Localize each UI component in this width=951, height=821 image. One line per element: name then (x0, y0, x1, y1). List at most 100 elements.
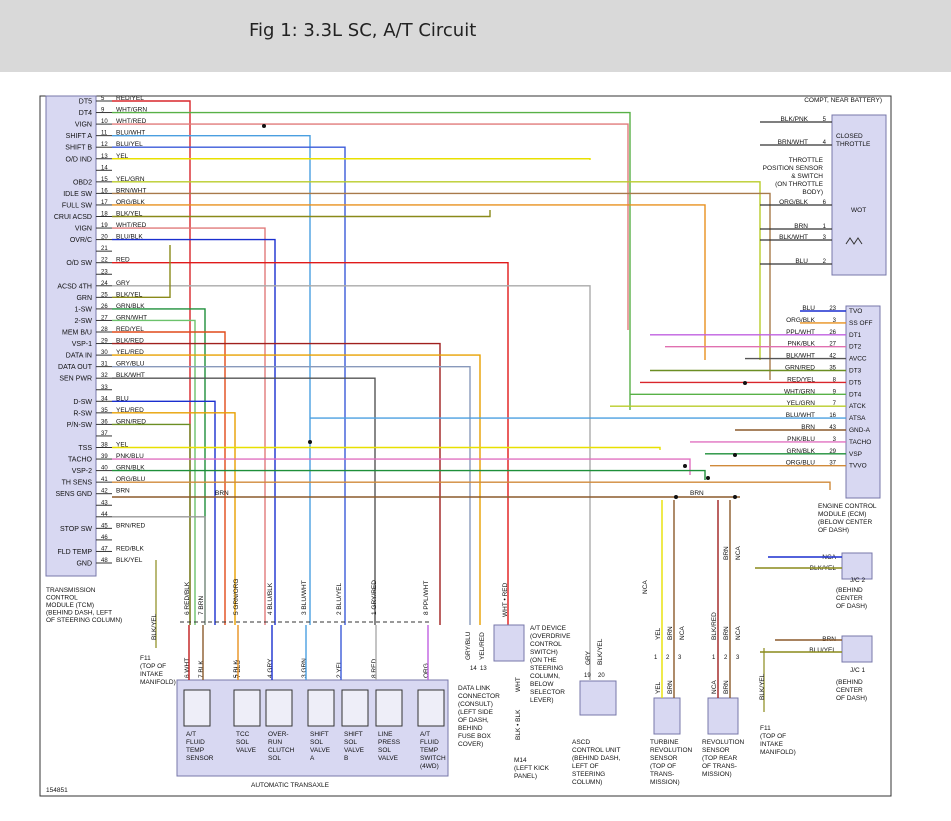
ecm-module-box (845, 305, 881, 499)
tcm-pin-label: TACHO (68, 457, 93, 464)
ecm-caption-line-3: OF DASH) (818, 527, 849, 534)
tcm-wire-label: GRN/RED (116, 418, 146, 425)
harness-bottom-label: 6 WHT (184, 658, 191, 678)
transaxle-component-label-line-2: VALVE (236, 747, 257, 754)
tcm-pin-number: 33 (101, 385, 108, 391)
transaxle-component-label-line-2: VALVE (344, 747, 365, 754)
ecm-pin-label: DT2 (849, 344, 862, 351)
jc2-box (841, 552, 873, 580)
ecm-wire-label: BLK/WHT (786, 353, 815, 360)
atdevice-connector-label-line-0: M14 (514, 757, 527, 764)
ecm-wire-label: GRN/BLK (786, 448, 815, 455)
ecm-pin-number: 43 (829, 425, 836, 431)
transaxle-component-label-line-0: TCC (236, 731, 250, 738)
tcm-wire-label: BLK/RED (116, 338, 144, 345)
tcm-pin-number: 46 (101, 535, 108, 541)
jc1-caption-line-0: (BEHIND (836, 679, 863, 686)
tps-sensor-label-line-1: POSITION SENSOR (763, 165, 824, 172)
harness-top-label: 3 BLU/WHT (301, 580, 308, 615)
figure-title: Fig 1: 3.3L SC, A/T Circuit (249, 20, 477, 41)
harness-bottom-label: 5 BLK (233, 660, 240, 678)
tcm-pin-number: 11 (101, 131, 108, 137)
atdevice-connector-label-line-2: PANEL) (514, 773, 537, 780)
tcm-pin-number: 31 (101, 362, 108, 368)
tcm-pin-number: 5 (101, 96, 105, 102)
ecm-wire-label: RED/YEL (787, 376, 815, 383)
ecm-wire-label: PPL/WHT (786, 329, 815, 336)
tcm-wire-30 (112, 354, 481, 625)
revolution-label-line-3: OF TRANS- (702, 763, 737, 770)
turbine-pin-number: 2 (666, 655, 670, 661)
tcm-pin-number: 40 (101, 466, 108, 472)
diagram-frame (39, 95, 892, 797)
ground-right-label-line-0: F11 (760, 725, 771, 732)
revolution-label-line-1: SENSOR (702, 747, 730, 754)
atdevice-label-line-6: COLUMN, (530, 673, 560, 680)
ecm-wire-label: ORG/BLU (786, 460, 816, 467)
revolution-label-line-4: MISSION) (702, 771, 732, 778)
tcm-pin-label: VIGN (75, 122, 92, 129)
tcm-pin-number: 37 (101, 431, 108, 437)
dlc-label-line-2: (CONSULT) (458, 701, 493, 708)
transaxle-component-symbol (341, 689, 369, 727)
tcm-caption-line-3: (BEHIND DASH, LEFT (46, 610, 112, 617)
tcm-pin-number: 30 (101, 350, 108, 356)
tcm-wire-label: BLU/BLK (116, 234, 143, 241)
turbine-label-line-5: MISSION) (650, 779, 680, 786)
tcm-pin-number: 21 (101, 246, 108, 252)
tcm-pin-number: 24 (101, 281, 108, 287)
tps-pin-number: 5 (823, 117, 827, 123)
tcm-pin-number: 44 (101, 512, 108, 518)
tcm-pin-label: P/N-SW (67, 422, 93, 429)
transaxle-component-label-line-3: SOL (268, 755, 281, 762)
tcm-module-box (45, 95, 97, 577)
tcm-wire-label: BLK/YEL (116, 211, 143, 218)
harness-bottom-label: 7 BLK (198, 660, 205, 678)
turbine-wire-top-label: YEL (655, 627, 662, 640)
tcm-wire-40 (112, 469, 706, 480)
dlc-label-line-5: BEHIND (458, 725, 483, 732)
tcm-caption-line-4: OF STEERING COLUMN) (46, 617, 122, 624)
ecm-caption-line-0: ENGINE CONTROL (818, 503, 877, 510)
transaxle-title: AUTOMATIC TRANSAXLE (251, 782, 330, 789)
atdevice-label-line-7: BELOW (530, 681, 554, 688)
tps-pin-number: 6 (823, 200, 827, 206)
tcm-pin-label: 1-SW (75, 306, 93, 313)
tcm-wire-19 (112, 227, 266, 625)
tcm-pin-number: 13 (101, 154, 108, 160)
tcm-pin-label: TSS (78, 445, 92, 452)
harness-bottom-label: ORG (423, 663, 430, 678)
tcm-wire-38 (112, 446, 661, 450)
turbine-label-line-1: REVOLUTION (650, 747, 693, 754)
tcm-pin-label: STOP SW (60, 526, 92, 533)
splice-dot (733, 453, 737, 457)
tcm-wire-44 (112, 516, 206, 625)
ground-right-wire-label: BLK/YEL (759, 673, 766, 700)
tcm-wire-label: GRN/WHT (116, 314, 147, 321)
jc1-caption-line-1: CENTER (836, 687, 863, 694)
atdevice-label-line-4: (ON THE (530, 657, 557, 664)
tcm-wire-17 (112, 204, 706, 360)
transaxle-component-label-line-1: SOL (310, 739, 323, 746)
transaxle-component-label-line-1: SOL (236, 739, 249, 746)
splice-dot (706, 476, 710, 480)
ascd-label-line-5: COLUMN) (572, 779, 602, 786)
tcm-wire-label: YEL (116, 442, 129, 449)
transaxle-component-label-line-3: A (310, 755, 315, 762)
tcm-wire-13 (112, 158, 591, 160)
tcm-wire-15 (112, 181, 761, 360)
ecm-pin-number: 23 (829, 306, 836, 312)
turbine-pin-number: 1 (654, 655, 658, 661)
ecm-pin-number: 26 (829, 330, 836, 336)
tcm-pin-label: VSP-1 (72, 341, 92, 348)
tcm-pin-number: 39 (101, 454, 108, 460)
ascd-label-line-0: ASCD (572, 739, 590, 746)
transaxle-component-label-line-0: A/T (420, 731, 430, 738)
tps-sensor-label-line-0: THROTTLE (789, 157, 824, 164)
ecm-pin-number: 29 (829, 449, 836, 455)
ecm-wire-label: BLU (802, 305, 815, 312)
jc2-caption-line-0: (BEHIND (836, 587, 863, 594)
tps-sensor-label-line-3: (ON THROTTLE (775, 181, 824, 188)
transaxle-component-label-line-1: FLUID (420, 739, 439, 746)
tcm-pin-label: R-SW (73, 410, 92, 417)
